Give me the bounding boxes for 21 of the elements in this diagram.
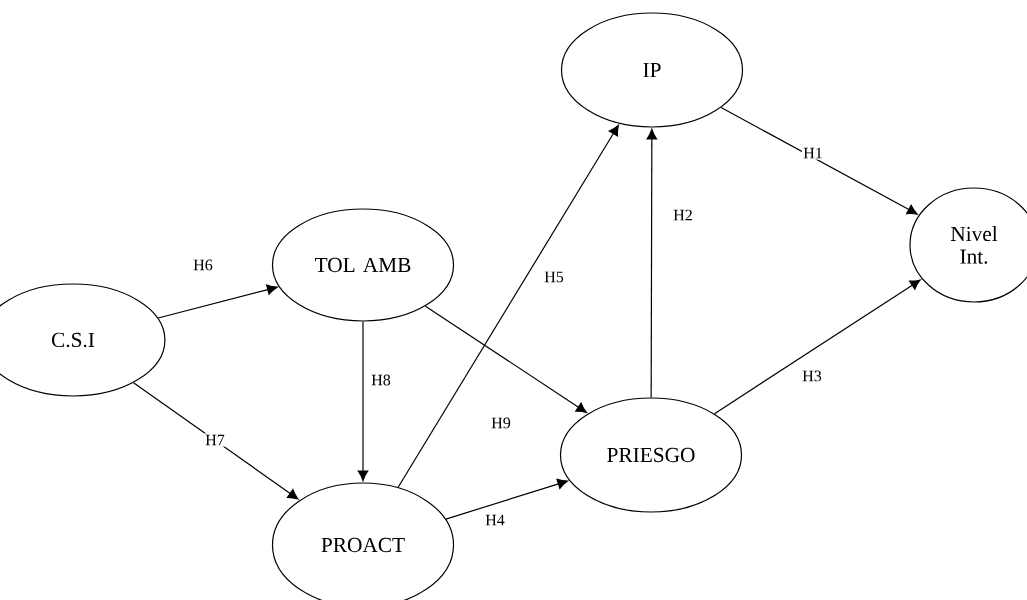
arrow xyxy=(646,128,658,398)
edge-label: H4 xyxy=(483,513,507,527)
edge-label: H7 xyxy=(203,433,227,447)
edge-label: H1 xyxy=(801,146,825,160)
edge-label: H8 xyxy=(369,373,393,387)
arrow xyxy=(445,478,569,520)
arrow xyxy=(713,279,921,415)
edge-label: H9 xyxy=(489,416,513,430)
ellipse-node: PRIESGO xyxy=(559,397,743,513)
edge-label: H6 xyxy=(191,258,215,272)
edge-label: H3 xyxy=(800,369,824,383)
arrow xyxy=(132,382,299,500)
arrow xyxy=(720,106,918,215)
arrow xyxy=(357,321,369,482)
edge-label: H2 xyxy=(671,208,695,222)
ellipse-node: IP xyxy=(560,12,744,128)
arrow xyxy=(157,284,278,319)
ellipse-node: TOL AMB xyxy=(271,208,455,322)
arrow xyxy=(397,124,619,488)
arrow xyxy=(424,305,587,413)
edge-label: H5 xyxy=(542,270,566,284)
